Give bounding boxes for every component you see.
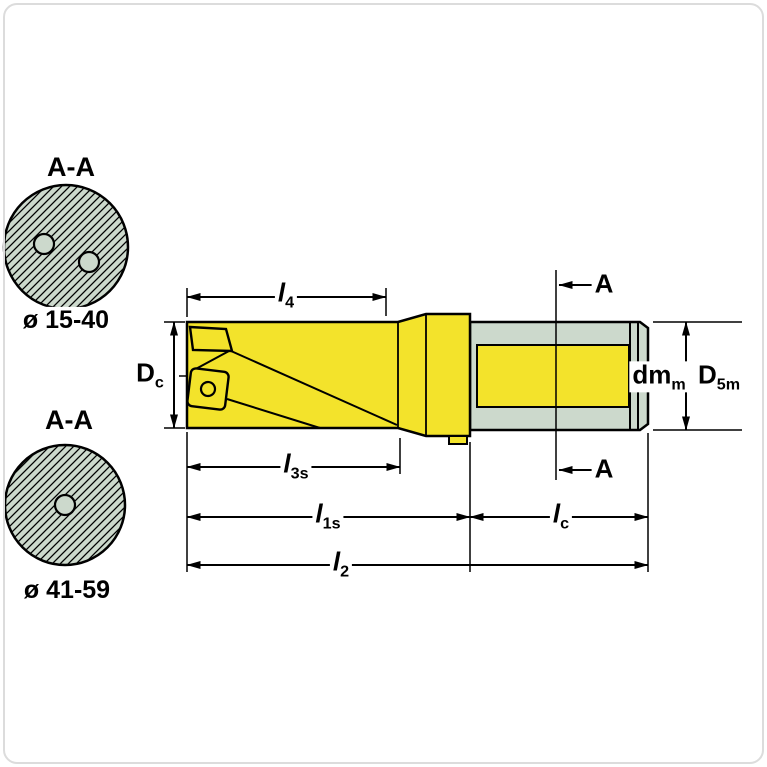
coolant-hole-icon — [32, 232, 56, 256]
dim-label-l3s: l3s — [280, 450, 312, 482]
coolant-hole-icon — [77, 250, 101, 274]
peripheral-insert — [188, 325, 234, 353]
shank — [468, 320, 650, 432]
dim-label-d5m: D5m — [694, 361, 744, 393]
drill-body — [185, 312, 472, 445]
dim-label-l4: l4 — [274, 279, 298, 311]
dim-label-lc: lc — [549, 500, 573, 532]
center-insert — [186, 367, 230, 411]
section-title-large: A-A — [42, 405, 96, 434]
shank-flat — [476, 344, 630, 408]
dim-label-l1s: l1s — [312, 500, 344, 532]
hatch-area — [5, 186, 127, 308]
section-view-small — [2, 183, 130, 311]
section-title-small: A-A — [44, 152, 98, 181]
dim-label-dmm: dmm — [629, 361, 689, 393]
dim-label-l2: l2 — [329, 548, 353, 580]
insert-screw-hole-icon — [199, 380, 217, 398]
dim-label-dc: Dc — [133, 359, 167, 391]
diameter-range-large: ø 41-59 — [20, 577, 114, 603]
flute-edge — [226, 398, 321, 429]
coolant-port — [448, 435, 468, 445]
coolant-hole-icon — [53, 493, 77, 517]
flute-edge — [230, 350, 398, 426]
section-view-large — [3, 443, 127, 567]
section-marker-bottom: A — [591, 455, 617, 483]
diameter-range-small: ø 15-40 — [19, 307, 113, 333]
section-marker-top: A — [591, 270, 617, 298]
